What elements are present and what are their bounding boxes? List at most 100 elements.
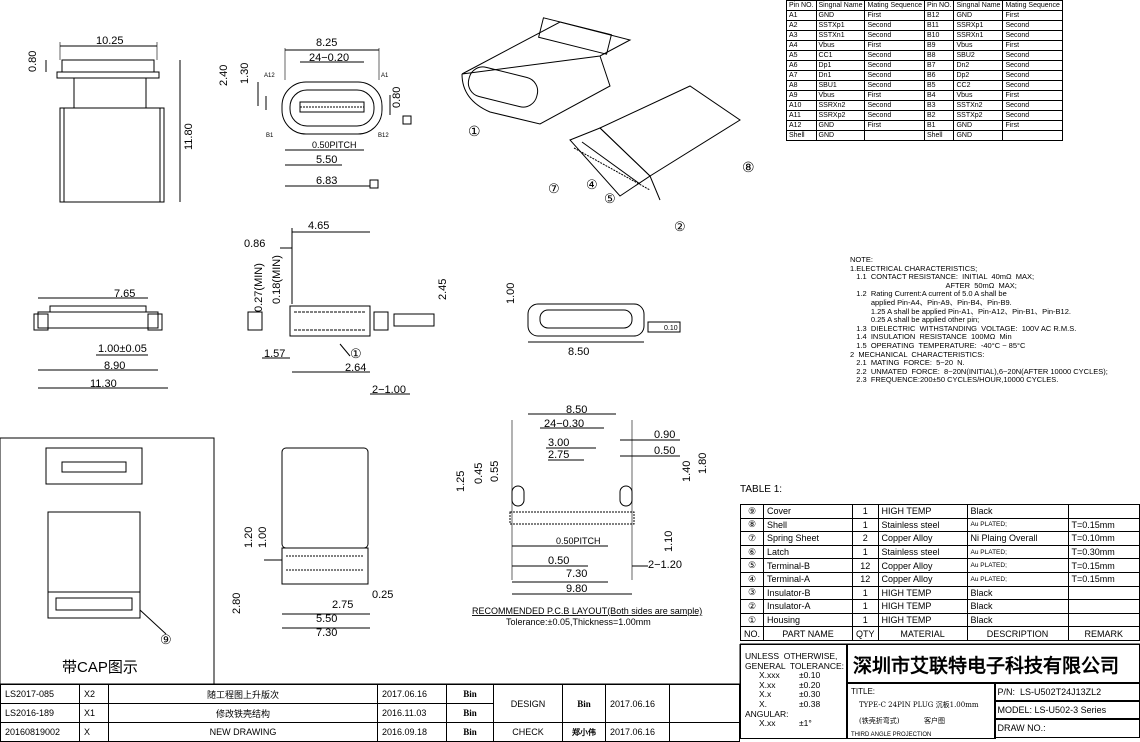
angular-fmt: X.xx (759, 718, 776, 728)
bom-cell: Housing (763, 612, 854, 628)
draw-label: DRAW NO.: (997, 723, 1046, 733)
pin-cell: Second (1002, 70, 1063, 81)
bom-col-remark: REMARK (1067, 626, 1140, 641)
dim-0-18-min: 0.18(MIN) (271, 255, 283, 304)
pcb-8-50: 8.50 (566, 404, 587, 416)
dim-8-90: 8.90 (104, 360, 125, 372)
tolerance-value: ±0.20 (799, 679, 821, 690)
pin-cell: CC1 (815, 50, 866, 61)
pin-cell: GND (815, 130, 866, 141)
callout-4: ④ (586, 177, 598, 192)
pin-cell: SSRXn2 (815, 100, 866, 111)
bom-cell: ⑦ (739, 531, 765, 546)
col-pin-no: Pin NO. (786, 0, 817, 11)
model-value: LS-U502-3 Series (1034, 705, 1107, 715)
bom-cell: Insulator-B (763, 585, 854, 601)
bom-cell: 1 (852, 612, 879, 628)
pin-cell: B11 (923, 20, 955, 31)
bom-cell: 12 (852, 571, 879, 587)
pin-cell: First (864, 120, 925, 131)
dim-8-50: 8.50 (568, 346, 589, 358)
pin-cell (864, 130, 925, 141)
pin-cell: Second (864, 80, 925, 91)
note-line: 1.1 CONTACT RESISTANCE: INITIAL 40mΩ MAX… (850, 272, 1035, 282)
note-line: 2.1 MATING FORCE: 5~20 N. (850, 358, 965, 368)
bom-cell (1067, 599, 1140, 614)
callout-5: ⑤ (604, 191, 616, 206)
pin-cell: Second (1002, 110, 1063, 121)
bom-cell: Shell (763, 517, 854, 533)
tolerance-value: ±0.10 (799, 670, 821, 680)
pin-cell: SBU1 (815, 80, 866, 91)
pin-cell: Dn2 (953, 60, 1004, 71)
dim-1-00-tol: 1.00±0.05 (98, 343, 147, 355)
bom-cell: T=0.15mm (1067, 517, 1140, 533)
bom-cell: ⑥ (739, 544, 765, 560)
dim-11-80: 11.80 (183, 123, 195, 150)
pin-cell: B10 (923, 30, 955, 41)
note-line: 2.3 FREQUENCE:200±50 CYCLES/HOUR,10000 C… (850, 375, 1059, 385)
pin-cell: Vbus (815, 40, 866, 51)
pin-cell: Second (1002, 80, 1063, 91)
bom-cell: 2 (852, 531, 879, 546)
pcb-24-0-30: 24−0.30 (544, 418, 584, 430)
pin-cell: SSTXn1 (815, 30, 866, 41)
pin-cell: A3 (786, 30, 817, 41)
dim-5-50: 5.50 (316, 154, 337, 166)
pin-cell: Second (1002, 60, 1063, 71)
pin-cell: GND (815, 10, 866, 21)
dim-1-20: 1.20 (243, 527, 255, 548)
tolerance-value: ±0.38 (799, 698, 821, 709)
revision-row: LS2017-085 X2 随工程图上升版次 2017.06.16 Bin DE… (0, 684, 740, 723)
pin-cell: GND (953, 120, 1004, 131)
pin-cell: A2 (786, 20, 817, 31)
pin-label-b12: B12 (378, 133, 389, 139)
rev-date: 2016.09.18 (377, 722, 447, 742)
bom-cell: 1 (852, 544, 879, 560)
rev-ver: X2 (79, 684, 109, 704)
pin-cell: A4 (786, 40, 817, 51)
pn-label: P/N: (997, 687, 1016, 697)
pin-label-a1: A1 (381, 73, 389, 79)
pin-cell: A8 (786, 80, 817, 91)
pin-cell: First (1002, 40, 1063, 51)
tolerance-title: UNLESS OTHERWISE, GENERAL TOLERANCE: (745, 651, 845, 671)
pin-cell: A6 (786, 60, 817, 71)
dim-0-80b: 0.80 (391, 87, 403, 108)
pin-cell: Second (1002, 20, 1063, 31)
bom-col-qty: QTY (852, 626, 879, 641)
dim-2-45: 2.45 (437, 279, 449, 300)
pcb-2-75: 2.75 (548, 449, 569, 461)
pin-cell: CC2 (953, 80, 1004, 91)
bom-cell (1067, 612, 1140, 628)
note-line: 1.2 Rating Current:A current of 5.0 A sh… (850, 289, 1007, 299)
pin-cell: First (1002, 10, 1063, 21)
cap-view-box (0, 437, 215, 685)
pin-cell: A10 (786, 100, 817, 111)
bottom-view-left (33, 297, 168, 389)
signoff-role: DESIGN (493, 684, 563, 723)
bom-cell: Terminal-B (763, 558, 854, 573)
bom-cell: ① (739, 612, 765, 628)
bom-cell: Stainless steel (877, 544, 968, 560)
pin-cell: SSRXp2 (815, 110, 866, 121)
title-line-2: (铁壳折弯式) 客户图 (859, 717, 945, 725)
pin-cell: SSTXn2 (953, 100, 1004, 111)
tolerance-row: X.xx±0.20 (759, 679, 847, 691)
section-view (247, 228, 435, 395)
dim-0-50-pitch: 0.50PITCH (312, 140, 357, 150)
tolerance-value: ±0.30 (799, 689, 821, 699)
draw-no-cell: DRAW NO.: (994, 718, 1140, 738)
pin-cell: Second (864, 100, 925, 111)
bom-cell: Cover (763, 504, 854, 519)
pin-cell: B5 (923, 80, 955, 91)
